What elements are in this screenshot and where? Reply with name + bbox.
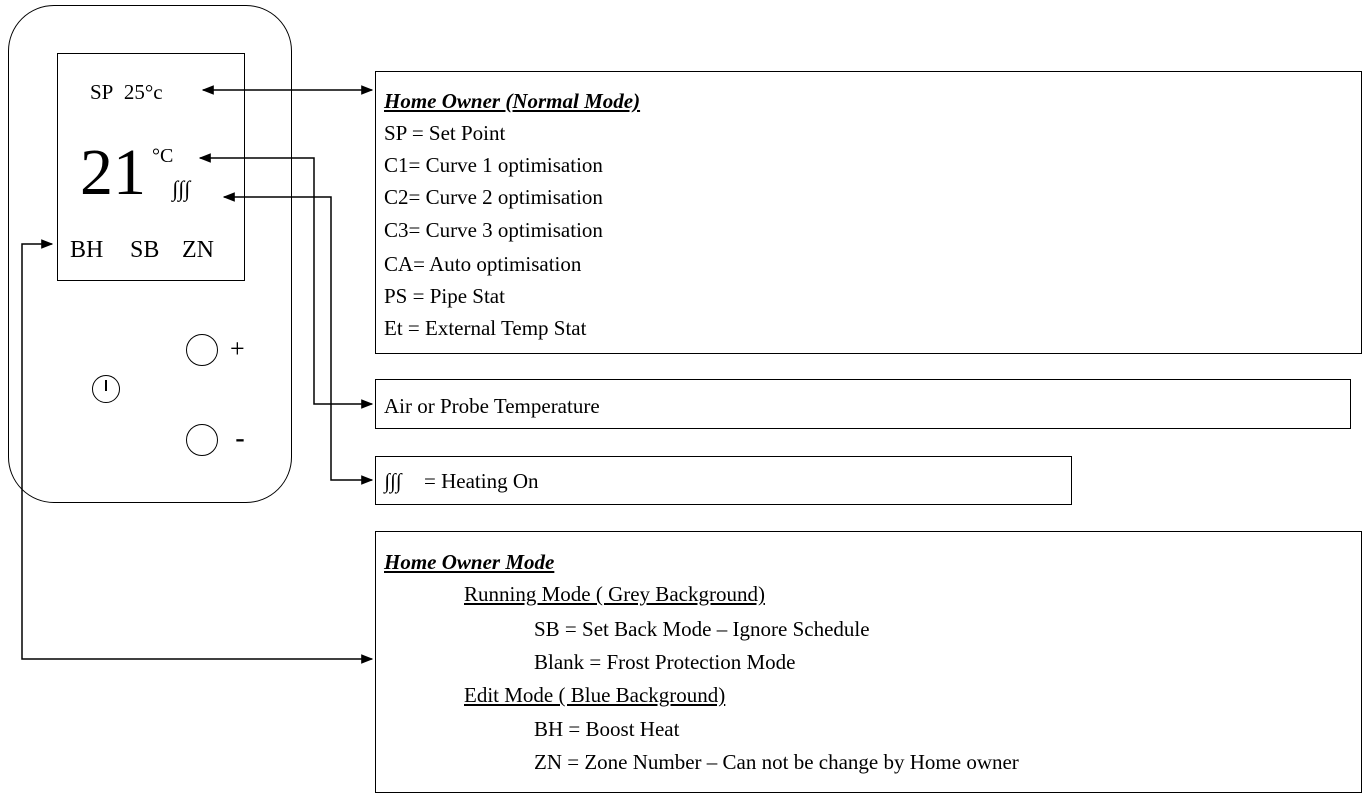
mode-arrow xyxy=(21,239,374,664)
air-temperature-text: Air or Probe Temperature xyxy=(384,394,600,418)
normal-mode-box: Home Owner (Normal Mode) SP = Set Point … xyxy=(375,71,1362,354)
plus-label: + xyxy=(230,334,245,363)
edit-mode-item: BH = Boost Heat xyxy=(534,717,680,741)
legend-line: CA= Auto optimisation xyxy=(384,252,582,276)
running-mode-item: SB = Set Back Mode – Ignore Schedule xyxy=(534,617,870,641)
legend-line: C3= Curve 3 optimisation xyxy=(384,218,603,242)
power-icon xyxy=(105,380,107,391)
heating-symbol: ∫∫∫ xyxy=(384,469,402,493)
heating-box: ∫∫∫ = Heating On xyxy=(375,456,1072,505)
legend-line: PS = Pipe Stat xyxy=(384,284,505,308)
minus-label: - xyxy=(235,422,245,455)
setpoint-readout: SP 25°c xyxy=(90,82,163,103)
setpoint-label: SP xyxy=(90,80,114,104)
heating-text: = Heating On xyxy=(424,469,539,493)
setpoint-unit: °c xyxy=(144,80,163,104)
edit-mode-heading: Edit Mode ( Blue Background) xyxy=(464,683,726,707)
heating-icon: ∫∫∫ xyxy=(172,176,191,201)
mode-label-zn: ZN xyxy=(182,237,214,263)
legend-line: SP = Set Point xyxy=(384,121,506,145)
running-mode-item: Blank = Frost Protection Mode xyxy=(534,650,796,674)
legend-line: C2= Curve 2 optimisation xyxy=(384,185,603,209)
plus-button[interactable] xyxy=(186,334,218,366)
home-owner-mode-box: Home Owner Mode Running Mode ( Grey Back… xyxy=(375,531,1362,793)
setpoint-value: 25 xyxy=(123,80,145,104)
running-mode-heading: Running Mode ( Grey Background) xyxy=(464,582,765,606)
thermostat-display xyxy=(57,53,245,281)
home-owner-mode-title: Home Owner Mode xyxy=(384,550,555,574)
temperature-unit: °C xyxy=(152,145,174,167)
thermostat-body xyxy=(8,5,292,503)
normal-mode-title: Home Owner (Normal Mode) xyxy=(384,89,641,113)
legend-line: C1= Curve 1 optimisation xyxy=(384,153,603,177)
mode-label-sb: SB xyxy=(130,237,160,263)
mode-label-bh: BH xyxy=(70,237,104,263)
edit-mode-item: ZN = Zone Number – Can not be change by … xyxy=(534,750,1019,774)
minus-button[interactable] xyxy=(186,424,218,456)
temperature-value: 21 xyxy=(80,136,146,209)
air-temperature-box: Air or Probe Temperature xyxy=(375,379,1351,429)
power-button[interactable] xyxy=(92,375,120,403)
legend-line: Et = External Temp Stat xyxy=(384,316,587,340)
